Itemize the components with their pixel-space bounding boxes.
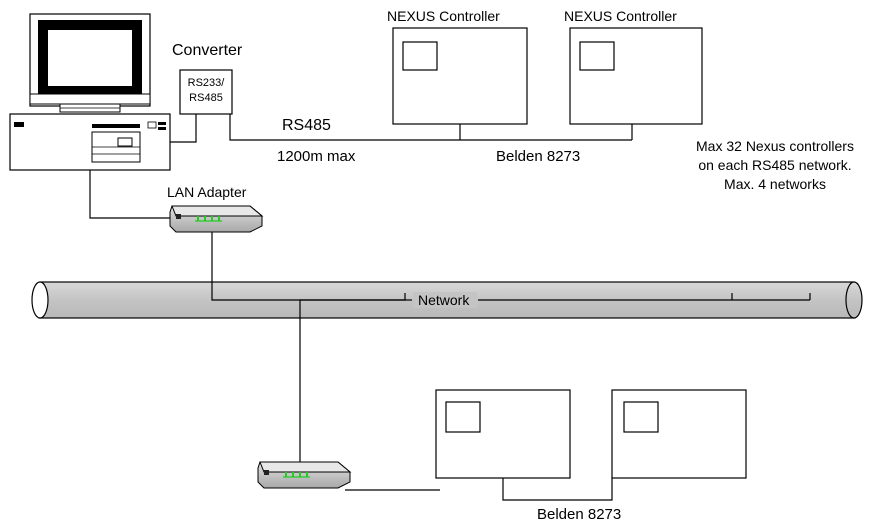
nexus-controller-top-left — [392, 27, 528, 125]
note-line-1: Max 32 Nexus controllers — [696, 138, 854, 154]
lan-adapter-icon — [169, 205, 264, 233]
cable-label-bottom: Belden 8273 — [537, 506, 622, 523]
controller-title-top-left: NEXUS Controller — [387, 8, 500, 24]
converter-title: Converter — [172, 42, 243, 59]
controller-title-top-right: NEXUS Controller — [564, 8, 677, 24]
converter-label-line2: RS485 — [189, 92, 223, 104]
cable-label-top: Belden 8273 — [496, 148, 581, 165]
pc-workstation-icon — [9, 13, 171, 171]
nexus-controller-bottom-left — [435, 389, 571, 479]
note-line-2: on each RS485 network. — [698, 157, 852, 173]
network-label: Network — [418, 292, 470, 308]
nexus-controller-bottom-right — [611, 389, 747, 479]
nexus-controller-top-right — [569, 27, 703, 125]
converter-box — [179, 69, 233, 115]
lan-adapter-bottom-icon — [257, 461, 352, 489]
lan-adapter-label: LAN Adapter — [167, 184, 247, 200]
converter-label-line1: RS233/ — [187, 77, 225, 89]
note-line-3: Max. 4 networks — [724, 176, 826, 192]
distance-label: 1200m max — [277, 148, 356, 165]
rs485-label: RS485 — [282, 117, 331, 134]
